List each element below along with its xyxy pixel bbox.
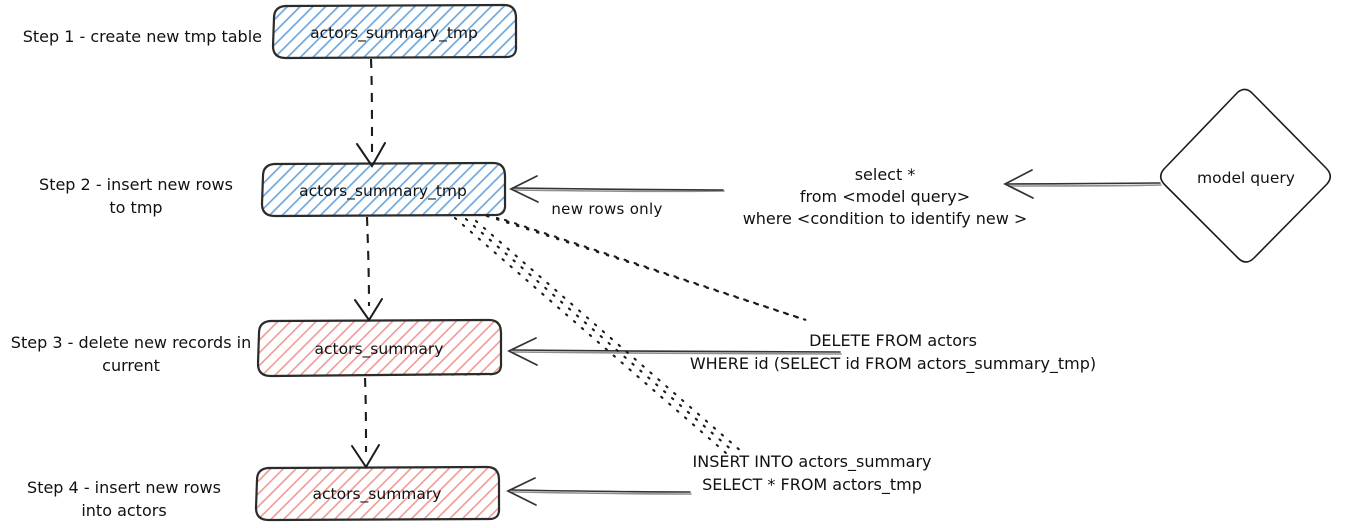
node-step3[interactable]: [256, 318, 503, 378]
step-label-1-line-1: Step 1 - create new tmp table: [23, 27, 262, 46]
connector-step3-step4: [351, 377, 380, 469]
annotation-model-sql-line-1: select *: [855, 165, 916, 184]
annotation-model-sql-line-3: where <condition to identify new >: [743, 209, 1028, 228]
node-label-model-query: model query: [1197, 169, 1295, 187]
arrow-insert-sql: [506, 477, 692, 506]
node-label-step4: actors_summary: [313, 485, 442, 504]
annotation-delete-sql-line-2: WHERE id (SELECT id FROM actors_summary_…: [690, 354, 1096, 374]
connector-step2-step3: [354, 216, 383, 322]
annotation-insert-sql-line-1: INSERT INTO actors_summary: [693, 452, 932, 472]
dotted-link-step2-delete: [485, 214, 814, 324]
annotation-insert-sql-line-2: SELECT * FROM actors_tmp: [702, 475, 922, 495]
node-step2[interactable]: [260, 161, 507, 218]
connector-step1-step2: [356, 58, 386, 168]
annotation-delete-sql-line-1: DELETE FROM actors: [809, 331, 977, 350]
arrow-new-rows-only: [509, 175, 725, 203]
step-label-4-line-1: Step 4 - insert new rows: [27, 478, 221, 497]
step-label-4-line-2: into actors: [81, 501, 166, 520]
node-label-step3: actors_summary: [315, 340, 444, 359]
arrow-model-query: [1003, 169, 1162, 199]
node-step1[interactable]: [271, 3, 518, 60]
dotted-link-step2-insert: [453, 216, 744, 455]
step-label-2-line-1: Step 2 - insert new rows: [39, 175, 233, 194]
node-label-step1: actors_summary_tmp: [310, 24, 478, 43]
annotation-model-sql-line-2: from <model query>: [800, 187, 970, 206]
node-model-query[interactable]: [1159, 88, 1332, 263]
step-label-2-line-2: to tmp: [109, 198, 162, 217]
node-step4[interactable]: [254, 465, 501, 522]
step-label-3-line-2: current: [102, 356, 160, 375]
step-label-3-line-1: Step 3 - delete new records in: [11, 333, 251, 352]
arrow-delete-sql: [507, 337, 842, 366]
annotation-new-rows-only: new rows only: [551, 200, 662, 218]
node-label-step2: actors_summary_tmp: [299, 182, 467, 201]
